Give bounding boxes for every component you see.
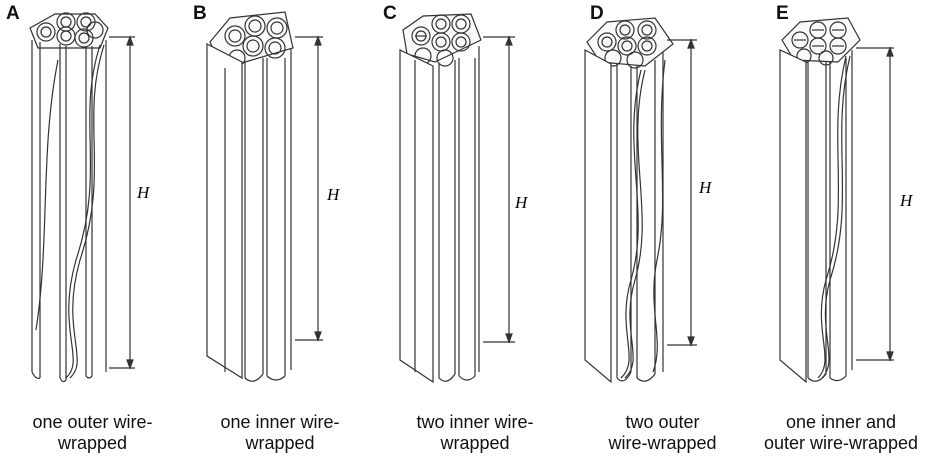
- rod-bundle-diagram: H: [206, 11, 341, 382]
- panel-d: D H two oute: [575, 0, 760, 468]
- panel-e: E H one inner and: [760, 0, 927, 468]
- panel-a: A: [0, 0, 185, 468]
- panel-caption: one inner and outer wire-wrapped: [755, 412, 927, 454]
- panel-caption: one inner wire- wrapped: [195, 412, 365, 454]
- caption-line: wrapped: [245, 433, 315, 453]
- panel-label: B: [193, 3, 207, 24]
- panel-b: B H one inner wire-: [185, 0, 375, 468]
- dimension-label: H: [698, 178, 713, 197]
- panel-caption: two inner wire- wrapped: [390, 412, 560, 454]
- caption-line: wrapped: [57, 433, 128, 453]
- rod-bundle-diagram: H: [584, 17, 713, 384]
- rod-bundle-diagram: H: [399, 13, 529, 384]
- caption-line: wire-wrapped: [608, 433, 717, 453]
- panel-label: A: [6, 3, 20, 24]
- caption-line: two inner wire-: [416, 412, 534, 432]
- caption-line: two outer: [625, 412, 700, 432]
- panel-label: E: [776, 3, 789, 24]
- caption-line: one inner wire-: [220, 412, 340, 432]
- caption-line: outer wire-wrapped: [763, 433, 919, 453]
- panel-label: D: [590, 3, 604, 24]
- dimension-label: H: [899, 191, 914, 210]
- dimension-label: H: [326, 185, 341, 204]
- caption-line: one inner and: [785, 412, 897, 432]
- rod-bundle-diagram: H: [779, 17, 914, 384]
- panel-c: C H two inner wire- wr: [375, 0, 575, 468]
- caption-line: one outer wire-: [32, 412, 153, 432]
- panel-label: C: [383, 3, 397, 24]
- panel-caption: two outer wire-wrapped: [575, 412, 750, 454]
- caption-line: wrapped: [440, 433, 510, 453]
- panel-caption: one outer wire- wrapped: [10, 412, 175, 454]
- dimension-label: H: [514, 193, 529, 212]
- dimension-label: H: [136, 183, 151, 202]
- rod-bundle-diagram: H: [29, 12, 151, 383]
